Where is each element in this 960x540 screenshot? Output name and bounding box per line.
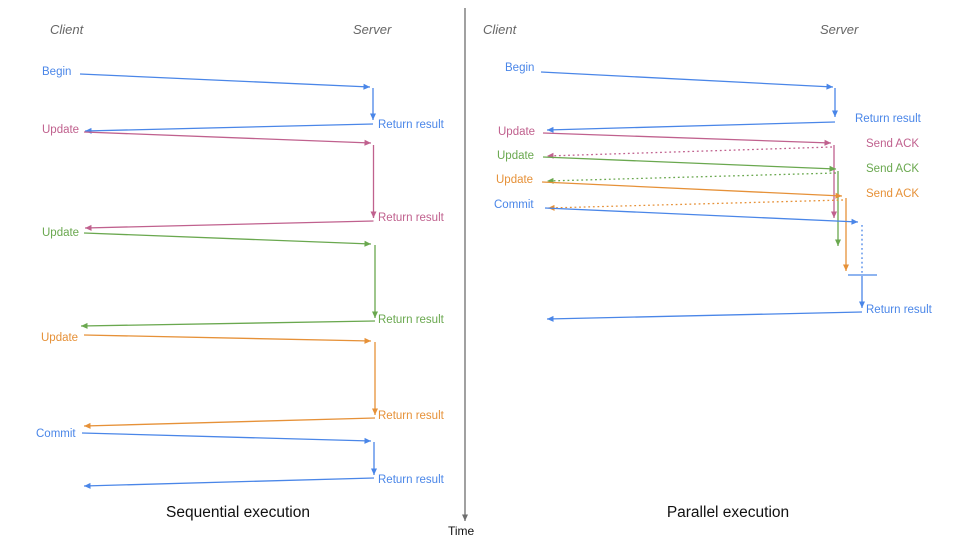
- arrow-return-result-2-line: [546, 311, 863, 320]
- arrow-update2-processing-arrowhead-icon: [835, 239, 841, 246]
- panel-title-parallel: Parallel execution: [667, 504, 789, 521]
- time-axis: Time: [448, 8, 475, 538]
- label-msg-update-2: Update: [42, 227, 79, 239]
- arrow-commit-processing-arrowhead-icon: [859, 301, 865, 308]
- label-msg-commit: Commit: [36, 428, 76, 440]
- label-msg-begin: Begin: [505, 62, 534, 74]
- label-send-ack-1: Send ACK: [866, 138, 919, 150]
- arrow-return-result-1-arrowhead-icon: [547, 126, 554, 133]
- label-msg-update-1: Update: [42, 124, 79, 136]
- arrow-return-result-5-arrowhead-icon: [84, 482, 91, 489]
- arrow-return-result-2-arrowhead-icon: [85, 224, 92, 231]
- label-msg-commit: Commit: [494, 199, 534, 211]
- label-return-result-1: Return result: [855, 113, 922, 125]
- arrow-commit-request-arrowhead-icon: [364, 437, 371, 444]
- label-msg-update-1: Update: [498, 126, 535, 138]
- arrow-return-result-2-line: [84, 220, 374, 229]
- panel-title-sequential: Sequential execution: [166, 504, 310, 521]
- arrow-commit-processing-arrowhead-icon: [371, 468, 377, 475]
- arrow-return-result-1-line: [84, 123, 374, 132]
- arrow-return-result-4-line: [83, 417, 376, 427]
- arrow-update1-request-line: [542, 132, 832, 144]
- label-send-ack-2: Send ACK: [866, 163, 919, 175]
- arrow-return-result-4-arrowhead-icon: [84, 422, 91, 429]
- arrow-update1-request-arrowhead-icon: [364, 139, 371, 146]
- time-axis-label: Time: [448, 524, 475, 538]
- axis-time-axis-arrowhead-icon: [462, 514, 468, 521]
- label-msg-update-3: Update: [41, 332, 78, 344]
- label-header-client: Client: [483, 22, 518, 37]
- arrow-begin-request-arrowhead-icon: [363, 83, 370, 90]
- arrow-return-result-3-arrowhead-icon: [81, 322, 88, 329]
- label-msg-update-3: Update: [496, 174, 533, 186]
- arrow-return-result-3-line: [80, 320, 376, 327]
- label-return-result-4: Return result: [378, 410, 445, 422]
- label-msg-update-2: Update: [497, 150, 534, 162]
- arrow-update1-request-line: [83, 131, 372, 144]
- arrow-update3-request-line: [541, 181, 843, 197]
- arrow-begin-processing-arrowhead-icon: [370, 113, 376, 120]
- label-return-result-1: Return result: [378, 119, 445, 131]
- arrow-update2-request-arrowhead-icon: [829, 165, 836, 172]
- arrow-update3-request-arrowhead-icon: [364, 337, 371, 344]
- arrow-return-result-1-line: [546, 121, 836, 131]
- arrow-begin-request-line: [79, 73, 371, 88]
- label-header-server: Server: [353, 22, 392, 37]
- arrow-update1-processing-arrowhead-icon: [831, 211, 837, 218]
- arrow-commit-request-line: [544, 207, 859, 223]
- label-header-server: Server: [820, 22, 859, 37]
- arrow-commit-request-arrowhead-icon: [851, 218, 858, 225]
- label-send-ack-3: Send ACK: [866, 188, 919, 200]
- arrow-update2-processing-arrowhead-icon: [372, 311, 378, 318]
- arrow-update2-request-line: [83, 232, 372, 245]
- arrow-begin-processing-arrowhead-icon: [832, 110, 838, 117]
- arrow-update3-processing-arrowhead-icon: [843, 264, 849, 271]
- label-return-result-2: Return result: [378, 212, 445, 224]
- arrow-commit-request-line: [81, 432, 372, 442]
- label-header-client: Client: [50, 22, 85, 37]
- arrow-update3-request-arrowhead-icon: [835, 192, 842, 199]
- arrow-return-result-2-arrowhead-icon: [547, 315, 554, 322]
- arrow-update2-ack-line: [546, 172, 837, 182]
- arrow-begin-request-line: [540, 71, 834, 88]
- arrow-return-result-1-arrowhead-icon: [85, 127, 92, 134]
- label-return-result-2: Return result: [866, 304, 933, 316]
- arrow-update2-request-arrowhead-icon: [364, 240, 371, 247]
- arrow-update3-ack-line: [547, 199, 844, 209]
- arrow-update3-processing-arrowhead-icon: [372, 408, 378, 415]
- arrow-update2-request-line: [542, 156, 837, 170]
- label-return-result-5: Return result: [378, 474, 445, 486]
- label-msg-begin: Begin: [42, 66, 71, 78]
- arrow-update1-request-arrowhead-icon: [824, 139, 831, 146]
- arrow-update3-request-line: [83, 334, 372, 342]
- arrow-update1-ack-line: [546, 146, 833, 157]
- label-return-result-3: Return result: [378, 314, 445, 326]
- arrow-begin-request-arrowhead-icon: [826, 83, 833, 90]
- arrow-update1-processing-arrowhead-icon: [370, 211, 377, 218]
- arrow-return-result-5-line: [83, 477, 375, 487]
